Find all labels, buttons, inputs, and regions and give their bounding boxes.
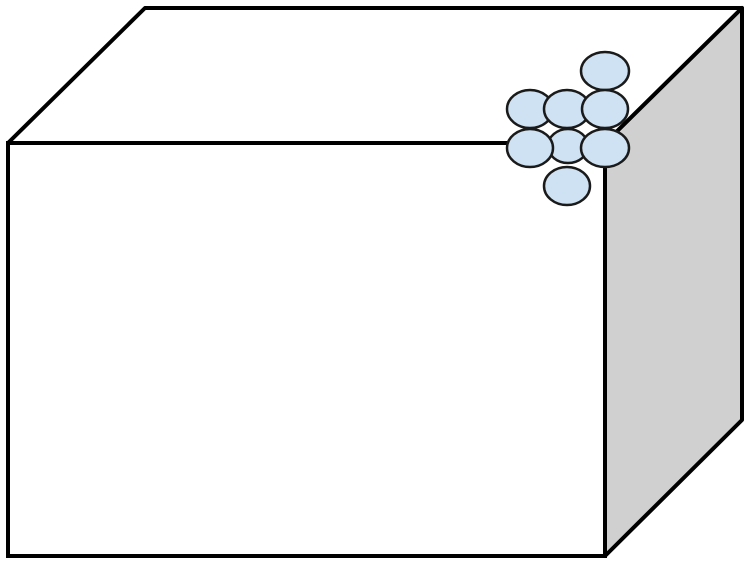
sphere: [542, 165, 592, 207]
sphere-cluster: [505, 50, 631, 207]
sphere: [579, 127, 631, 169]
sphere: [579, 50, 631, 92]
box-front-face: [6, 141, 607, 558]
sphere: [505, 127, 555, 169]
sphere: [580, 88, 630, 130]
